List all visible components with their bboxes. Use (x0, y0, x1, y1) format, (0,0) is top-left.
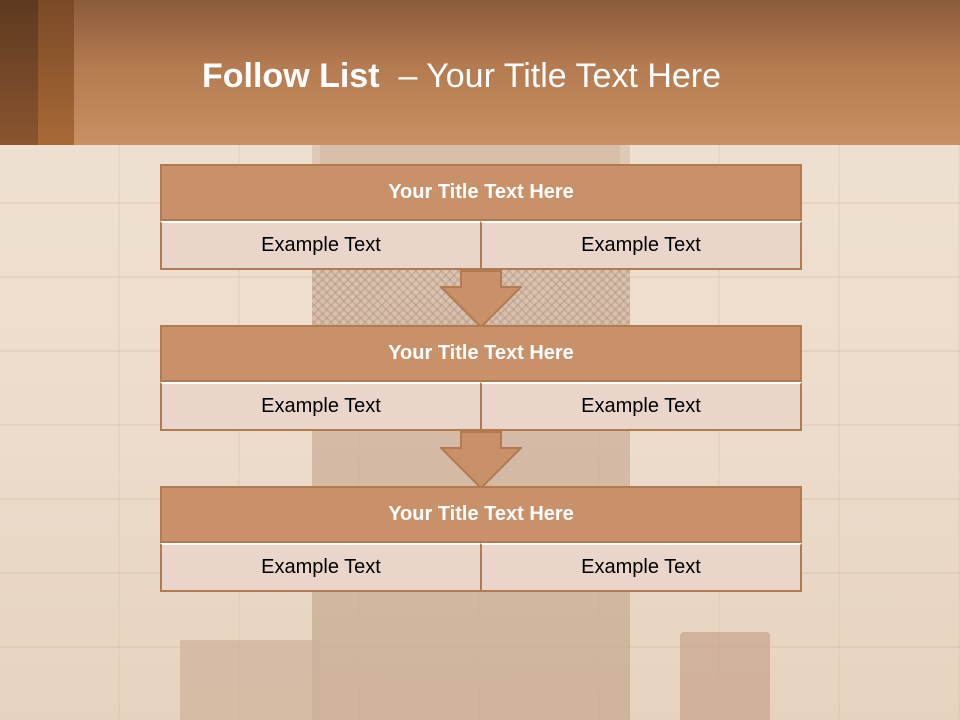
step-cell-right: Example Text (480, 543, 802, 592)
step-row: Example Text Example Text (160, 382, 802, 431)
down-arrow-icon (440, 270, 522, 328)
header-accent-strip (38, 0, 74, 145)
step-title: Your Title Text Here (160, 486, 802, 543)
step-title: Your Title Text Here (160, 325, 802, 382)
slide-title-bold: Follow List (202, 57, 380, 95)
step-cell-left: Example Text (160, 382, 482, 431)
header-accent-strip (0, 0, 38, 145)
step-box-2: Your Title Text Here Example Text Exampl… (160, 325, 802, 431)
step-row: Example Text Example Text (160, 221, 802, 270)
header-bar: Follow List – Your Title Text Here (0, 0, 960, 145)
step-box-1: Your Title Text Here Example Text Exampl… (160, 164, 802, 270)
step-cell-left: Example Text (160, 543, 482, 592)
step-cell-left: Example Text (160, 221, 482, 270)
step-cell-right: Example Text (480, 221, 802, 270)
step-box-3: Your Title Text Here Example Text Exampl… (160, 486, 802, 592)
step-title: Your Title Text Here (160, 164, 802, 221)
down-arrow-icon (440, 431, 522, 489)
step-row: Example Text Example Text (160, 543, 802, 592)
step-cell-right: Example Text (480, 382, 802, 431)
slide-title: Follow List – Your Title Text Here (202, 56, 721, 96)
slide-title-rest: – Your Title Text Here (398, 57, 722, 95)
background-bench-right (680, 632, 770, 720)
background-bench-left (180, 640, 320, 720)
